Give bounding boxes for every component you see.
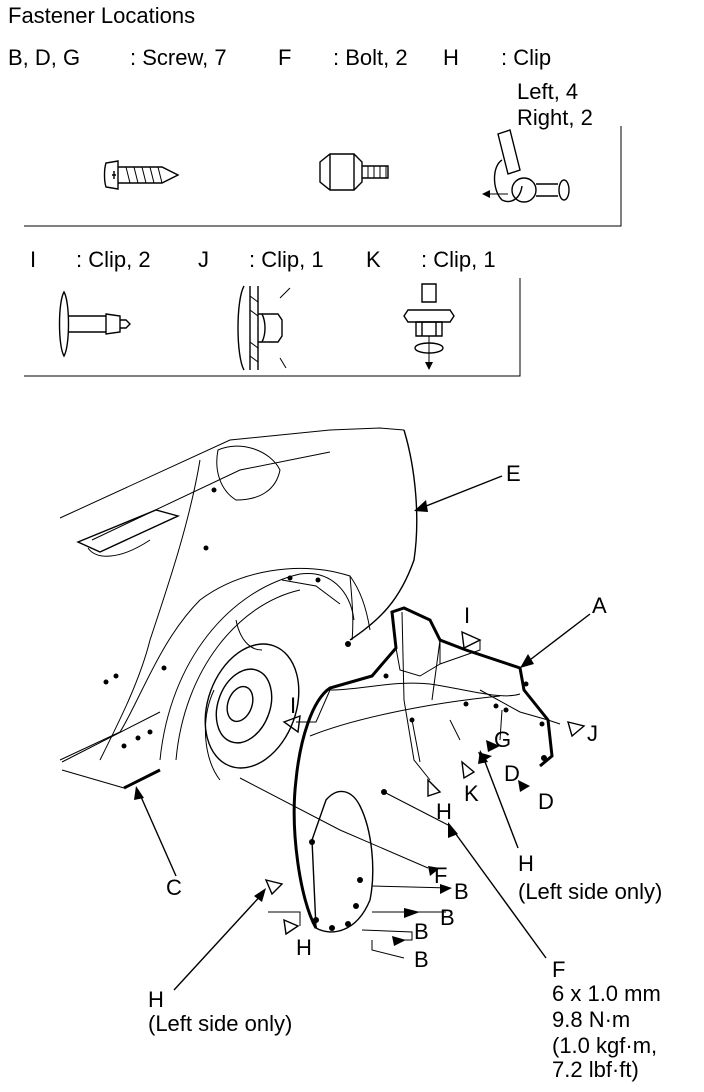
clip-i-icon (58, 290, 131, 358)
callout-e: E (506, 461, 521, 486)
clip-h-icon (482, 129, 570, 203)
torque-spec-nm: 9.8 N·m (552, 1007, 631, 1032)
callout-h-left: H (148, 987, 164, 1012)
callout-h-left-note: (Left side only) (148, 1011, 293, 1036)
torque-spec-size: 6 x 1.0 mm (552, 981, 661, 1006)
k-description: : Clip, 1 (421, 247, 496, 272)
i-letter: I (30, 247, 37, 272)
torque-spec-kgf: (1.0 kgf·m, (552, 1033, 658, 1058)
h-letter: H (443, 45, 459, 70)
callout-a: A (592, 593, 607, 618)
callout-f-mid: F (434, 863, 448, 888)
callout-d-2: D (538, 789, 554, 814)
callout-h-mid: H (436, 799, 452, 824)
j-description: : Clip, 1 (249, 247, 324, 272)
door-handle (76, 509, 181, 557)
triangle-markers (264, 630, 586, 946)
screw-icon (103, 160, 180, 190)
callout-b-1: B (454, 879, 469, 904)
i-description: : Clip, 2 (76, 247, 151, 272)
callout-j: J (587, 721, 598, 746)
callout-b-2: B (440, 905, 455, 930)
fender-liner (292, 606, 554, 933)
callout-b-3: B (414, 919, 429, 944)
f-letter: F (278, 45, 292, 70)
f-description: : Bolt, 2 (333, 45, 408, 70)
fastener-box-bottom (24, 278, 521, 377)
callout-f-low: F (552, 957, 566, 982)
j-letter: J (198, 247, 209, 272)
side-sill (61, 768, 161, 790)
wheel-arch (159, 573, 355, 761)
callout-d-1: D (504, 761, 520, 786)
k-letter: K (366, 247, 381, 272)
callout-h-right-note: (Left side only) (518, 879, 663, 904)
callout-h-right: H (518, 851, 534, 876)
callout-b-4: B (414, 947, 429, 972)
bdg-letters: B, D, G (8, 45, 81, 70)
page-title: Fastener Locations (8, 3, 196, 28)
torque-spec-lbf: 7.2 lbf·ft) (552, 1057, 639, 1082)
clip-j-icon (237, 285, 291, 371)
callout-i-top: I (464, 603, 471, 628)
callout-k: K (464, 781, 479, 806)
callout-g: G (494, 727, 512, 752)
fastener-box-top (24, 126, 622, 227)
callout-h-low: H (296, 935, 312, 960)
wheel-hub (204, 643, 300, 781)
callout-i-mid: I (290, 693, 297, 718)
vehicle-body (59, 427, 418, 763)
bdg-description: : Screw, 7 (130, 45, 227, 70)
h-description: : Clip (501, 45, 552, 70)
h-right-count: Right, 2 (517, 105, 593, 130)
h-left-count: Left, 4 (517, 79, 579, 104)
callout-c: C (166, 875, 182, 900)
bolt-icon (319, 153, 389, 191)
clip-k-icon (403, 283, 455, 370)
leader-lines (134, 475, 591, 991)
fastener-dots (103, 487, 547, 931)
